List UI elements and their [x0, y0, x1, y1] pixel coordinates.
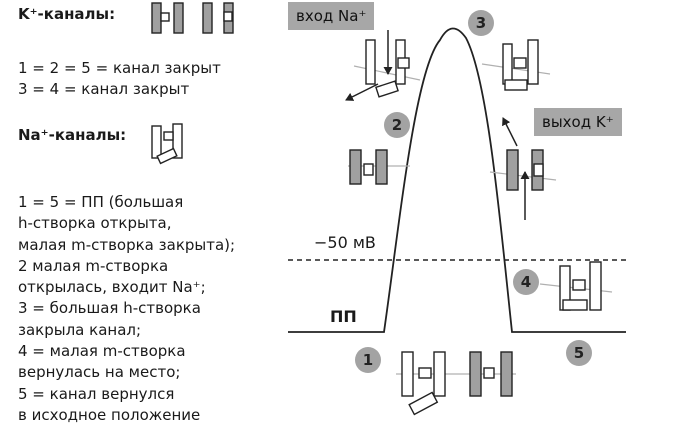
desc-line: 4 = малая m-створка [18, 342, 186, 361]
k-channel-closed-stage2 [348, 149, 410, 185]
step-marker-5: 5 [566, 340, 592, 366]
legend-k-channel-icon-1 [151, 2, 184, 34]
k-channels-title: K⁺-каналы: [18, 5, 116, 23]
threshold-label: −50 мВ [314, 233, 376, 252]
step-marker-4: 4 [513, 269, 539, 295]
na-channel-resting [396, 351, 516, 416]
k-channel-open-stage3 [489, 149, 557, 191]
k-outflow-label: выход K⁺ [534, 108, 622, 136]
k-out-arrow-diagonal [502, 117, 518, 147]
desc-line: 5 = канал вернулся [18, 384, 175, 403]
na-channel-open-stage2 [353, 39, 421, 98]
desc-line: вернулась на место; [18, 363, 181, 382]
na-flow-arrow [345, 83, 379, 101]
step-marker-2: 2 [384, 112, 410, 138]
desc-line: 2 малая m-створка [18, 256, 169, 275]
na-inflow-label: вход Na⁺ [288, 2, 375, 30]
na-channel-stage4 [539, 261, 613, 311]
desc-line: в исходное положение [18, 405, 201, 424]
desc-line: 3 = большая h-створка [18, 299, 201, 318]
legend-k-channel-icon-2 [202, 2, 234, 34]
na-channel-inactivated-stage3 [481, 39, 551, 91]
desc-line: h-створка открыта, [18, 214, 172, 233]
resting-potential-label: ПП [330, 307, 357, 326]
k-closed-line2: 3 = 4 = канал закрыт [18, 80, 190, 98]
action-potential-curve [288, 27, 626, 333]
k-closed-line1: 1 = 2 = 5 = канал закрыт [18, 59, 221, 77]
desc-line: малая m-створка закрыта); [18, 235, 236, 254]
desc-line: открылась, входит Na⁺; [18, 278, 206, 297]
k-channel-resting [469, 351, 513, 397]
step-marker-1: 1 [355, 347, 381, 373]
desc-line: 1 = 5 = ПП (большая [18, 193, 184, 211]
step-marker-3: 3 [468, 10, 494, 36]
desc-line: закрыла канал; [18, 320, 142, 339]
legend-na-channel-icon [151, 123, 183, 165]
na-channels-title: Na⁺-каналы: [18, 126, 127, 144]
stages-description: 1 = 5 = ПП (большая h-створка открыта, м… [18, 192, 235, 426]
